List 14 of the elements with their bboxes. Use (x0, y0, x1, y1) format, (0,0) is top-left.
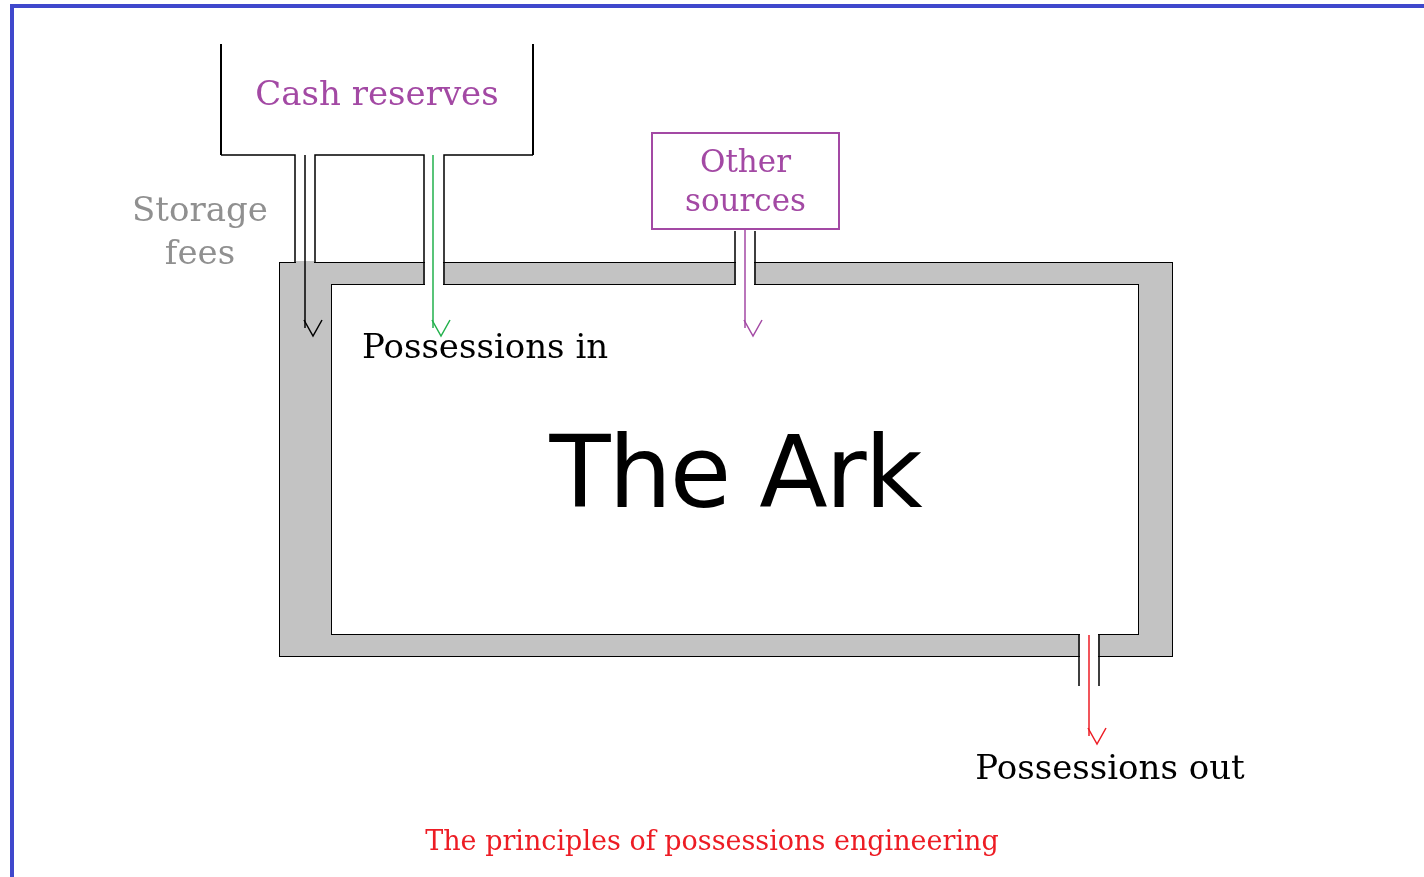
tank-outline (220, 44, 534, 155)
tank-label: Cash reserves (255, 72, 499, 115)
source-box (651, 132, 840, 230)
inflow-label: Possessions in (362, 325, 609, 368)
source-label: Other sources (684, 142, 807, 220)
caption: The principles of possessions engineering (425, 825, 999, 856)
container-box (279, 262, 1173, 657)
outflow-label: Possessions out (975, 745, 1245, 789)
arrow (743, 229, 763, 337)
arrow (1087, 634, 1107, 745)
side-label: Storage fees (131, 188, 269, 273)
arrow (431, 154, 451, 337)
arrow (303, 154, 323, 337)
container-title: The Ark (548, 413, 923, 533)
